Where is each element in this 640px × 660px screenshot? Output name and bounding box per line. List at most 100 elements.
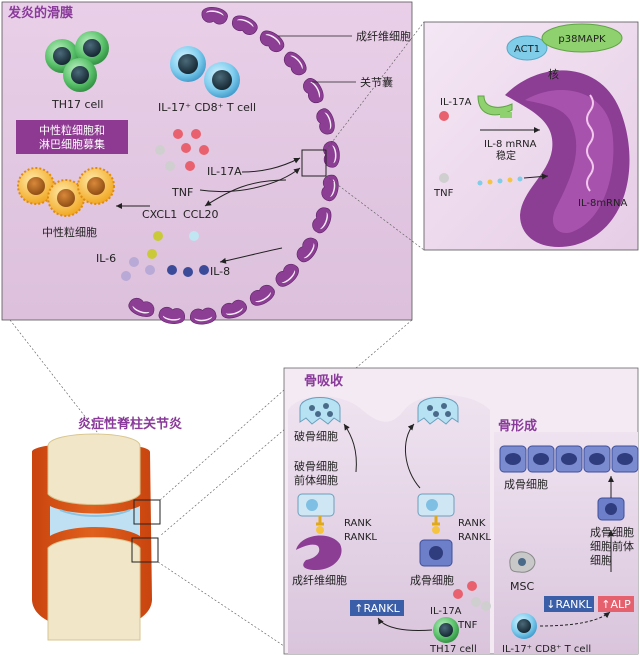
- fibroblast-cell: [283, 51, 307, 76]
- formation-title: 骨形成: [498, 418, 537, 434]
- msc-nucleus: [518, 558, 526, 566]
- bone-il17a-label: IL-17A: [430, 606, 462, 617]
- rankl-label-2: RANKL: [458, 532, 491, 543]
- resorption-arrow-1: [343, 423, 357, 473]
- zoom-line-bottom: [325, 175, 425, 251]
- outflow-arrow-bottom: [219, 247, 283, 264]
- joint-zoom-box-1: [133, 499, 161, 525]
- up-alp-box: [598, 596, 634, 612]
- osteoblast-cell: [555, 445, 583, 473]
- resorption-fibroblast: [296, 535, 342, 570]
- fibroblast-cell: [316, 108, 335, 135]
- osteoclast-label: 破骨细胞: [294, 429, 338, 443]
- fibroblast-cell: [312, 207, 332, 234]
- recruit-line1: 中性粒细胞和: [39, 123, 105, 137]
- inset-signal-dots: [477, 176, 523, 186]
- form-precursor-line2: 细胞前体: [590, 539, 634, 553]
- inset-tnf-label: TNF: [433, 188, 454, 199]
- fibroblast-cell: [232, 15, 258, 35]
- bone-tnf-label: TNF: [457, 620, 478, 631]
- rank-label-2: RANK: [458, 518, 486, 529]
- osteoclast-1: [299, 397, 341, 425]
- il6-label: IL-6: [96, 252, 116, 265]
- cd8-cells: [170, 46, 240, 98]
- zoom-box: [301, 149, 327, 177]
- fibroblast-cell: [158, 306, 185, 324]
- cd8-label: IL-17⁺ CD8⁺ T cell: [158, 101, 256, 114]
- fibroblast-label: 成纤维细胞: [356, 30, 411, 43]
- tnf-label: TNF: [171, 186, 193, 199]
- zoom-line-4: [157, 561, 285, 647]
- fibroblast-cell: [220, 299, 247, 319]
- up-rankl-label: ↑RANKL: [354, 602, 400, 615]
- rank-connector-1: [316, 516, 324, 534]
- inset-il17a-label: IL-17A: [440, 97, 472, 108]
- p38-ellipse: [541, 23, 623, 53]
- cd8-to-alp-arrow: [539, 611, 611, 627]
- chemokine-dots: [121, 231, 209, 281]
- mrna-line1: IL-8 mRNA: [484, 139, 537, 150]
- joint-illustration: [32, 433, 152, 641]
- nucleus-label: 核: [548, 67, 559, 81]
- il17-receptor: [477, 95, 513, 116]
- fibroblast-cell: [128, 297, 155, 317]
- inset-il17a-dot: [439, 111, 449, 121]
- resorption-bone: [288, 395, 490, 654]
- cytokine-dots-il17a: [173, 129, 209, 171]
- ccl20-label: CCL20: [183, 208, 219, 221]
- precursor-line2: 前体细胞: [294, 473, 338, 487]
- p38-label: p38MAPK: [558, 34, 606, 45]
- precursor-nucleus-1: [306, 499, 318, 511]
- osteoblast-row: [499, 445, 639, 473]
- resorption-osteoblast-nucleus: [429, 546, 443, 560]
- msc-label: MSC: [510, 580, 534, 593]
- capsule-label: 关节囊: [360, 75, 393, 89]
- bone-th17-nucleus: [439, 623, 453, 637]
- inset-arrow-2: [523, 173, 549, 180]
- fibroblast-cell: [323, 141, 340, 168]
- cytokine-dots-tnf: [155, 145, 175, 171]
- bone-th17-label: TH17 cell: [429, 644, 477, 655]
- resorption-fibroblast-label: 成纤维细胞: [292, 574, 347, 587]
- cxcl1-label: CXCL1: [142, 208, 177, 221]
- rankl-label-1: RANKL: [344, 532, 377, 543]
- form-precursor-line3: 细胞: [590, 554, 612, 567]
- inset-nucleus-inner: [525, 90, 614, 234]
- synovial-lining: [128, 7, 340, 325]
- bone-tnf-dot-1: [471, 597, 481, 607]
- down-rankl-label: ↓RANKL: [546, 598, 592, 611]
- neutrophil-cells: [17, 167, 115, 217]
- rank-label-1: RANK: [344, 518, 372, 529]
- il17a-arrow: [241, 157, 301, 173]
- up-rankl-box: [350, 600, 404, 616]
- fibroblast-cell: [296, 237, 318, 263]
- mrna-strand: [586, 94, 594, 192]
- th17-to-rankl-arrow: [377, 617, 433, 631]
- neutrophil-label: 中性粒细胞: [42, 225, 97, 239]
- bone-tnf-dot-2: [481, 601, 491, 611]
- fibroblast-cell: [259, 30, 285, 53]
- bone-il17a-dot-1: [453, 589, 463, 599]
- precursor-nucleus-2: [426, 499, 438, 511]
- zoom-line-3: [159, 389, 285, 501]
- outflow-arrow-top: [204, 179, 287, 207]
- act1-label: ACT1: [514, 44, 540, 55]
- joint-title: 炎症性脊柱关节炎: [78, 416, 182, 432]
- bone-il17a-dot-2: [467, 581, 477, 591]
- fibroblast-cell: [190, 307, 217, 325]
- osteoblast-cell: [583, 445, 611, 473]
- osteoblast-cell: [499, 445, 527, 473]
- recruit-line2: 淋巴细胞募集: [39, 137, 105, 151]
- recruitment-box: [16, 120, 128, 154]
- up-alp-label: ↑ALP: [601, 598, 631, 611]
- fibroblast-cell: [303, 78, 324, 104]
- th17-label: TH17 cell: [51, 98, 103, 111]
- fibroblast-cell: [249, 284, 275, 306]
- inset-tnf-dot: [439, 173, 449, 183]
- precursor-line1: 破骨细胞: [294, 459, 338, 473]
- osteoblast-precursor-nucleus: [605, 503, 617, 515]
- fibroblast-cell: [321, 174, 339, 202]
- mrna-line2: 稳定: [496, 149, 516, 162]
- il8-label: IL-8: [210, 265, 230, 278]
